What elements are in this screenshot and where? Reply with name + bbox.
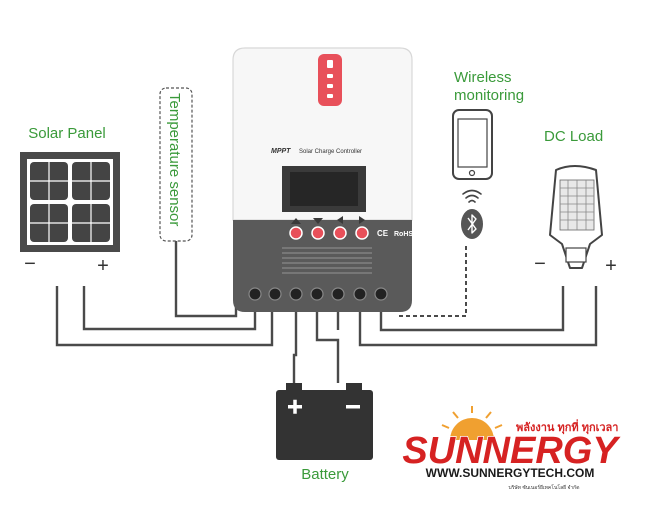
wireless-label-line2: monitoring <box>454 87 524 104</box>
solar-panel <box>20 152 120 252</box>
terminal-6 <box>353 287 367 301</box>
battery-label: Battery <box>301 466 349 483</box>
control-buttons <box>289 226 369 240</box>
temperature-sensor-label: Temperature sensor <box>166 93 183 226</box>
battery-icon <box>276 383 373 460</box>
dc-load-label: DC Load <box>544 128 603 145</box>
load-plus-label: + <box>605 255 617 277</box>
left-button[interactable] <box>333 226 347 240</box>
logo-tagline: พลังงาน ทุกที่ ทุกเวลา <box>516 419 618 435</box>
controller-brand: MPPT <box>271 148 291 155</box>
terminal-1 <box>248 287 262 301</box>
temperature-sensor <box>159 87 193 242</box>
terminal-7 <box>374 287 388 301</box>
terminal-block <box>248 287 388 301</box>
down-arrow-icon <box>313 218 323 224</box>
down-button[interactable] <box>311 226 325 240</box>
wifi-icon <box>462 189 482 203</box>
solar-minus-label: − <box>24 253 36 275</box>
right-button[interactable] <box>355 226 369 240</box>
right-arrow-icon <box>359 216 365 224</box>
ce-mark: CE <box>377 229 389 238</box>
dc-load-lamp-icon <box>549 165 603 269</box>
load-minus-label: − <box>534 253 546 275</box>
terminal-5 <box>331 287 345 301</box>
up-button[interactable] <box>289 226 303 240</box>
bluetooth-icon <box>461 209 483 239</box>
left-arrow-icon <box>337 216 343 224</box>
smartphone-icon <box>452 109 493 180</box>
terminal-2 <box>268 287 282 301</box>
charge-controller <box>232 47 413 312</box>
terminal-4 <box>310 287 324 301</box>
terminal-3 <box>289 287 303 301</box>
logo-company: บริษัท ซันเนอร์ยีเทคโนโลยี จำกัด <box>509 484 580 491</box>
solar-panel-label: Solar Panel <box>28 125 106 142</box>
wireless-label-line1: Wireless <box>454 69 512 86</box>
controller-title: Solar Charge Controller <box>299 149 362 155</box>
sunnergy-logo: พลังงาน ทุกที่ ทุกเวลา SUNNERGY WWW.SUNN… <box>402 406 622 491</box>
rohs-mark: RoHS <box>394 231 413 238</box>
led-panel <box>318 54 342 106</box>
logo-url: WWW.SUNNERGYTECH.COM <box>426 466 595 480</box>
logo-name: SUNNERGY <box>402 430 621 472</box>
up-arrow-icon <box>291 218 301 224</box>
solar-plus-label: + <box>97 255 109 277</box>
